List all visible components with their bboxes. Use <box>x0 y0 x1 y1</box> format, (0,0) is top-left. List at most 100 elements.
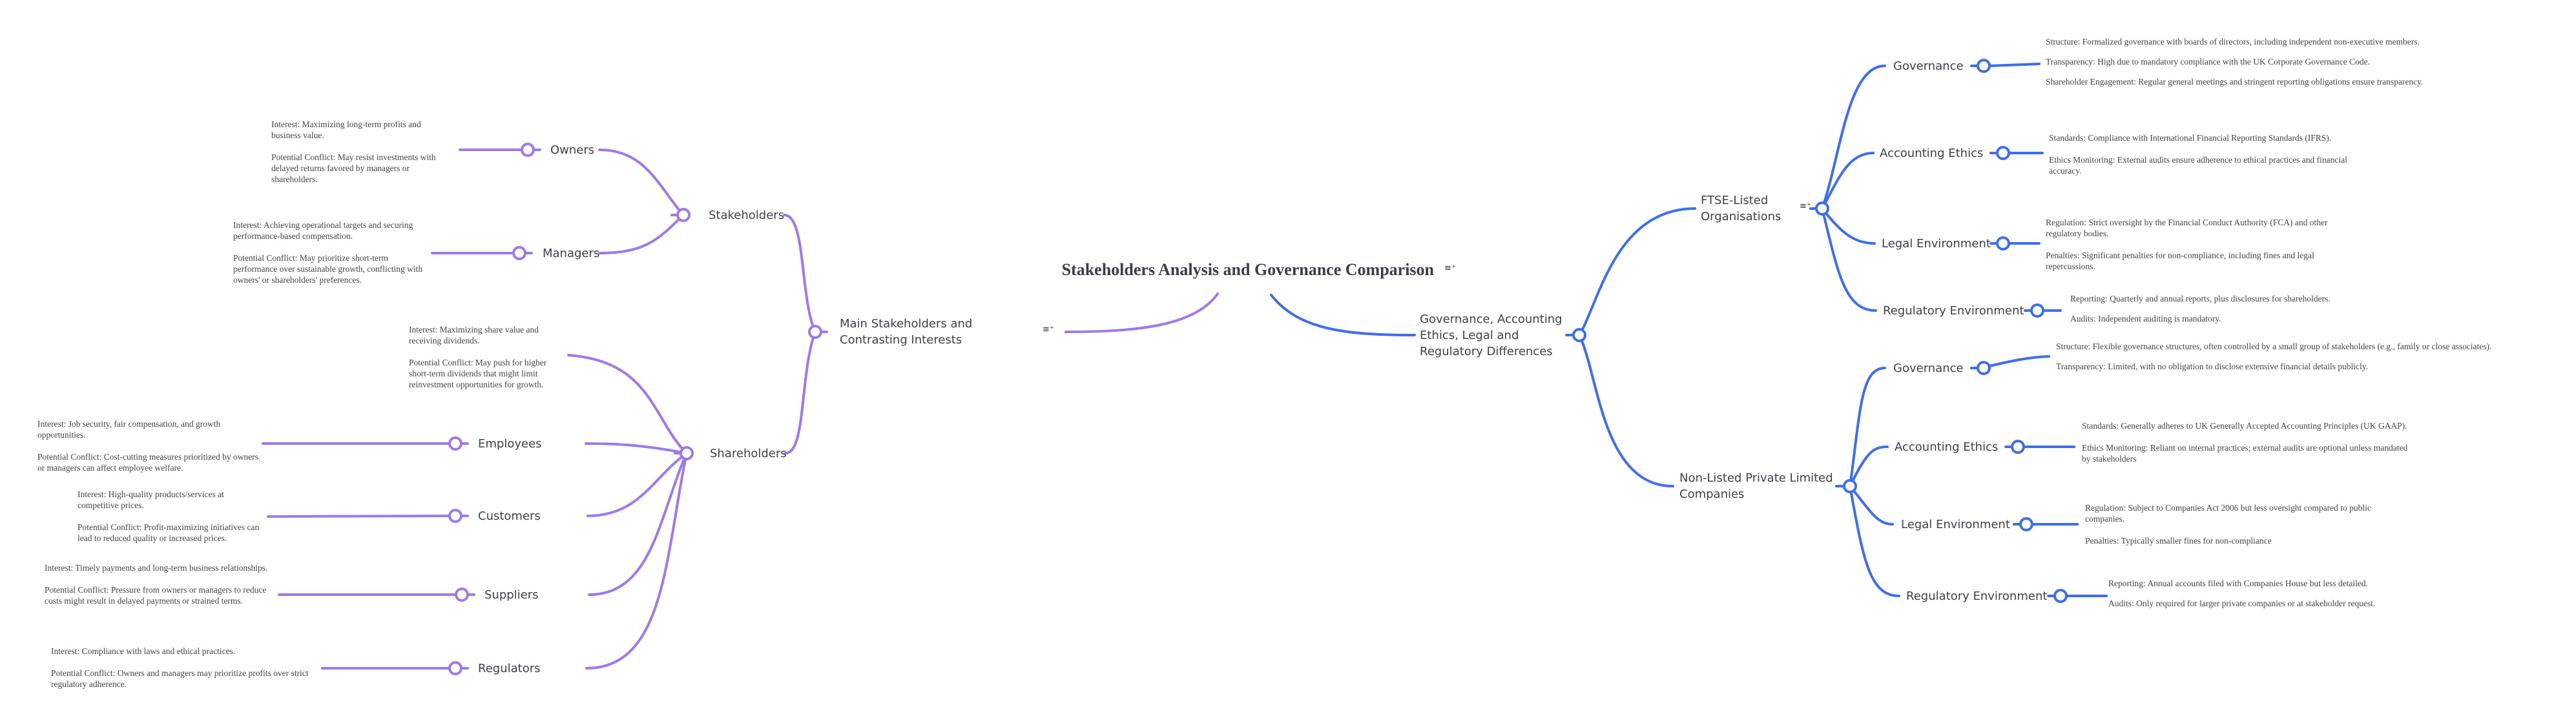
customers-node[interactable]: Customers <box>478 509 541 523</box>
owners-notes: Interest: Maximizing long-term profits a… <box>271 119 449 185</box>
ftse-governance-notes: Structure: Formalized governance with bo… <box>2046 36 2423 96</box>
ftse-governance-node[interactable]: Governance <box>1893 59 1964 73</box>
private-collapse-toggle[interactable] <box>1843 479 1857 493</box>
ftse-legal-notes: Regulation: Strict oversight by the Fina… <box>2046 217 2362 272</box>
private-legal-toggle[interactable] <box>2019 517 2033 531</box>
suppliers-node[interactable]: Suppliers <box>484 588 539 602</box>
private-governance-toggle[interactable] <box>1977 361 1991 375</box>
stakeholders-collapse-toggle[interactable] <box>676 208 691 222</box>
governance-differences-collapse-toggle[interactable] <box>1572 328 1586 342</box>
ftse-regulatory-toggle[interactable] <box>2030 303 2044 318</box>
shareholders-collapse-toggle[interactable] <box>680 446 694 460</box>
note-conflict: Potential Conflict: Profit-maximizing in… <box>78 522 260 543</box>
connector-shareholders-note <box>567 354 688 455</box>
ftse-governance-toggle[interactable] <box>1977 59 1991 73</box>
shareholders-notes: Interest: Maximizing share value and rec… <box>409 324 564 390</box>
private-legal-notes: Regulation: Subject to Companies Act 200… <box>2085 502 2389 546</box>
note-interest: Interest: High-quality products/services… <box>78 489 224 510</box>
main-stakeholders-node[interactable]: Main Stakeholders and Contrasting Intere… <box>840 317 973 347</box>
note-interest: Interest: Maximizing share value and rec… <box>409 325 539 345</box>
ftse-legal-toggle[interactable] <box>1996 236 2010 251</box>
note-interest: Interest: Timely payments and long-term … <box>45 563 268 573</box>
ftse-accounting-toggle[interactable] <box>1996 146 2010 160</box>
private-legal-node[interactable]: Legal Environment <box>1901 518 2010 531</box>
private-regulatory-toggle[interactable] <box>2053 589 2068 603</box>
note-conflict: Potential Conflict: May push for higher … <box>409 358 547 389</box>
ftse-accounting-notes: Standards: Compliance with International… <box>2049 132 2359 176</box>
governance-differences-node[interactable]: Governance, Accounting Ethics, Legal and… <box>1420 312 1563 358</box>
managers-notes: Interest: Achieving operational targets … <box>233 220 427 285</box>
notes-icon[interactable]: ≡⁺ <box>1043 325 1054 334</box>
stakeholders-node[interactable]: Stakeholders <box>709 209 785 222</box>
connector-root-left <box>1065 292 1219 333</box>
regulators-node[interactable]: Regulators <box>478 662 541 675</box>
note-penalties: Penalties: Typically smaller fines for n… <box>2085 536 2272 546</box>
connector-ftse-governance <box>1821 65 1886 210</box>
note-regulation: Regulation: Strict oversight by the Fina… <box>2046 218 2328 238</box>
private-accounting-notes: Standards: Generally adheres to UK Gener… <box>2082 420 2411 464</box>
note-penalties: Penalties: Significant penalties for non… <box>2046 251 2314 271</box>
note-ethics: Ethics Monitoring: Reliant on internal p… <box>2082 443 2408 464</box>
note-audits: Audits: Independent auditing is mandator… <box>2070 314 2221 323</box>
note-interest: Interest: Job security, fair compensatio… <box>37 419 221 440</box>
employees-notes: Interest: Job security, fair compensatio… <box>37 418 260 473</box>
private-accounting-ethics-node[interactable]: Accounting Ethics <box>1895 440 1999 454</box>
note-ethics: Ethics Monitoring: External audits ensur… <box>2049 155 2347 176</box>
note-audits: Audits: Only required for larger private… <box>2108 599 2376 608</box>
note-transparency: Transparency: Limited, with no obligatio… <box>2056 362 2369 371</box>
connector-main-shareholders <box>784 331 816 455</box>
root-topic-title[interactable]: Stakeholders Analysis and Governance Com… <box>1061 260 1434 279</box>
note-conflict: Potential Conflict: Cost-cutting measure… <box>37 452 258 473</box>
connector-gov-private <box>1578 334 1674 487</box>
suppliers-collapse-toggle[interactable] <box>455 588 469 602</box>
customers-collapse-toggle[interactable] <box>448 509 462 523</box>
employees-collapse-toggle[interactable] <box>448 436 462 451</box>
private-accounting-toggle[interactable] <box>2011 440 2025 454</box>
note-standards: Standards: Generally adheres to UK Gener… <box>2082 421 2407 431</box>
note-conflict: Potential Conflict: Pressure from owners… <box>45 585 267 606</box>
note-conflict: Potential Conflict: May resist investmen… <box>271 152 436 184</box>
main-stakeholders-collapse-toggle[interactable] <box>808 325 822 339</box>
connector-private-legal <box>1849 485 1894 526</box>
ftse-accounting-ethics-node[interactable]: Accounting Ethics <box>1880 147 1984 160</box>
connector-shareholders-customers <box>587 452 688 517</box>
shareholders-node[interactable]: Shareholders <box>710 447 787 460</box>
note-standards: Standards: Compliance with International… <box>2049 133 2332 143</box>
note-regulation: Regulation: Subject to Companies Act 200… <box>2085 503 2371 524</box>
owners-collapse-toggle[interactable] <box>521 143 535 157</box>
employees-node[interactable]: Employees <box>478 437 542 451</box>
connector-private-accounting <box>1849 445 1889 487</box>
connector-stakeholders-managers <box>598 214 685 254</box>
note-engagement: Shareholder Engagement: Regular general … <box>2046 77 2424 87</box>
managers-node[interactable]: Managers <box>543 247 600 260</box>
regulators-notes: Interest: Compliance with laws and ethic… <box>51 646 322 690</box>
ftse-legal-node[interactable]: Legal Environment <box>1882 237 1991 251</box>
ftse-collapse-toggle[interactable] <box>1815 201 1829 216</box>
note-structure: Structure: Flexible governance structure… <box>2056 342 2492 351</box>
note-interest: Interest: Achieving operational targets … <box>233 220 413 241</box>
notes-icon[interactable]: ≡⁺ <box>1444 263 1456 273</box>
connector-shareholders-regulators <box>585 452 688 670</box>
connector-ftse-accounting <box>1821 152 1875 210</box>
notes-icon[interactable]: ≡⁺ <box>1800 201 1811 211</box>
customers-notes: Interest: High-quality products/services… <box>78 489 265 544</box>
note-conflict: Potential Conflict: Owners and managers … <box>51 668 309 689</box>
note-structure: Structure: Formalized governance with bo… <box>2046 37 2420 46</box>
regulators-collapse-toggle[interactable] <box>448 661 462 675</box>
private-node[interactable]: Non-Listed Private Limited Companies <box>1679 471 1833 501</box>
connector-main-stakeholders <box>783 214 816 333</box>
ftse-regulatory-node[interactable]: Regulatory Environment <box>1883 304 2024 318</box>
note-reporting: Reporting: Annual accounts filed with Co… <box>2108 579 2368 588</box>
private-governance-node[interactable]: Governance <box>1893 362 1964 375</box>
connector-stakeholders-owners <box>598 148 685 216</box>
note-interest: Interest: Compliance with laws and ethic… <box>51 646 236 656</box>
connector-ftse-regulatory <box>1821 207 1877 312</box>
connector-private-governance <box>1849 367 1886 487</box>
connector-customers <box>267 515 469 518</box>
ftse-node[interactable]: FTSE-Listed Organisations <box>1701 194 1781 223</box>
owners-node[interactable]: Owners <box>550 143 595 157</box>
private-governance-notes: Structure: Flexible governance structure… <box>2056 341 2491 381</box>
managers-collapse-toggle[interactable] <box>512 246 526 260</box>
private-regulatory-node[interactable]: Regulatory Environment <box>1906 589 2048 603</box>
